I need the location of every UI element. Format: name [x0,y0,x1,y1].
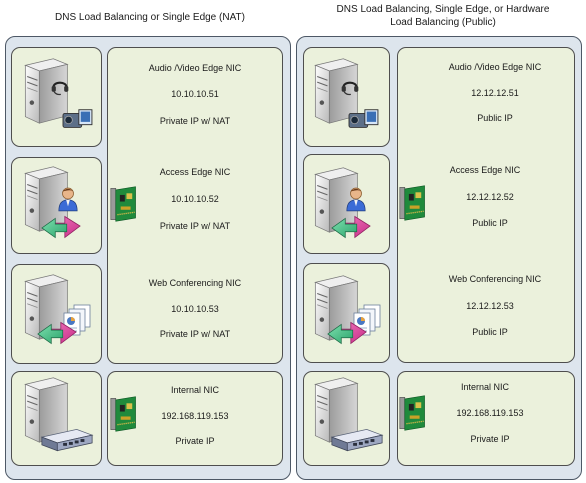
video-camera-icon [346,106,380,134]
arrow-icon [326,318,368,348]
right-external-nic-box [397,47,575,363]
left-web-nic-ip: 10.10.10.53 [171,304,219,314]
network-switch-icon [328,427,386,453]
network-card-icon [399,392,427,434]
right-title-line1: DNS Load Balancing, Single Edge, or Hard… [336,4,550,15]
arrow-icon [36,318,78,348]
left-internal-nic-name: Internal NIC [170,385,220,395]
right-access-nic-name: Access Edge NIC [449,165,521,175]
network-card-icon [110,183,138,225]
right-access-nic-ip: 12.12.12.52 [466,192,514,202]
left-internal-nic-type: Private IP [175,436,215,446]
network-card-icon [399,182,427,224]
left-av-nic-type: Private IP w/ NAT [159,116,231,126]
right-web-nic-name: Web Conferencing NIC [448,274,542,284]
right-web-nic-ip: 12.12.12.53 [466,301,514,311]
left-title: DNS Load Balancing or Single Edge (NAT) [55,12,245,23]
user-icon [345,186,367,212]
user-icon [57,186,79,212]
left-internal-nic-box [107,371,283,466]
right-internal-nic-type: Private IP [470,434,510,444]
left-web-nic-type: Private IP w/ NAT [159,329,231,339]
right-internal-nic-ip: 192.168.119.153 [456,408,524,418]
right-internal-nic-name: Internal NIC [460,382,510,392]
right-av-nic-ip: 12.12.12.51 [471,88,519,98]
network-switch-icon [38,427,96,453]
video-camera-icon [60,106,94,134]
right-av-nic-type: Public IP [477,113,513,123]
left-access-nic-type: Private IP w/ NAT [159,221,231,231]
arrow-icon [330,212,372,242]
left-av-nic-ip: 10.10.10.51 [171,89,219,99]
arrow-icon [40,212,82,242]
right-web-nic-type: Public IP [472,327,508,337]
left-external-nic-box [107,47,283,364]
network-card-icon [110,393,138,435]
right-title: DNS Load Balancing, Single Edge, or Hard… [300,3,586,29]
left-av-nic-name: Audio /Video Edge NIC [148,63,242,73]
left-access-nic-ip: 10.10.10.52 [171,194,219,204]
headset-icon [340,76,360,96]
right-access-nic-type: Public IP [472,218,508,228]
left-access-nic-name: Access Edge NIC [159,167,231,177]
right-title-line2: Load Balancing (Public) [390,17,496,28]
right-av-nic-name: Audio /Video Edge NIC [448,62,542,72]
left-internal-nic-ip: 192.168.119.153 [161,411,229,421]
left-web-nic-name: Web Conferencing NIC [148,278,242,288]
headset-icon [50,76,70,96]
right-internal-nic-box [397,371,575,466]
